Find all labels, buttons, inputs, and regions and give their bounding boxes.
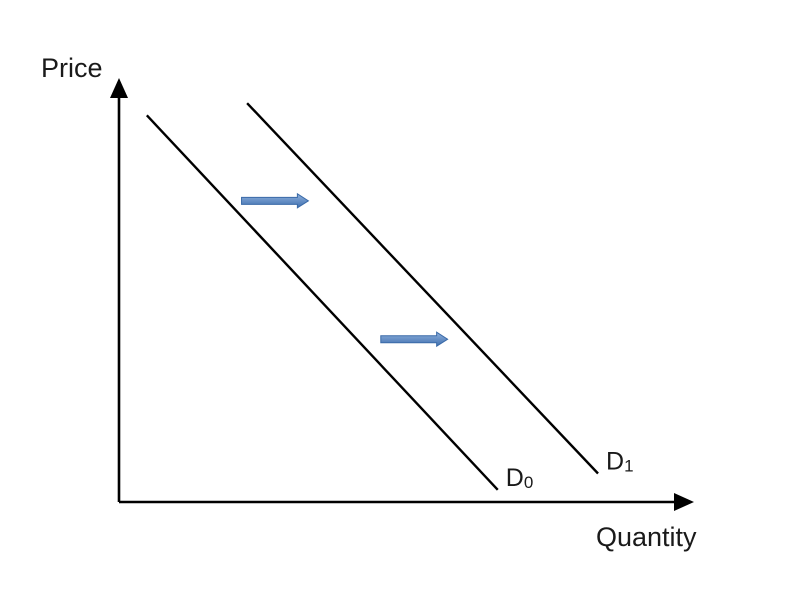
curve-label-main: D	[506, 464, 524, 492]
x-axis-label: Quantity	[596, 522, 697, 552]
curve-label-d1: D1	[606, 448, 634, 476]
curve-label-subscript: 1	[624, 457, 633, 476]
demand-curve-d0	[145, 114, 499, 491]
curve-label-main: D	[606, 448, 624, 476]
shift-arrows	[241, 192, 449, 348]
demand-curve-d1	[246, 102, 599, 475]
y-axis-arrowhead	[110, 78, 128, 98]
y-axis-label: Price	[41, 53, 103, 83]
x-axis-arrowhead	[674, 493, 694, 511]
curve-label-subscript: 0	[524, 473, 533, 492]
shift-right-arrow-icon	[380, 331, 449, 348]
curve-label-d0: D0	[506, 464, 534, 492]
axes	[110, 78, 694, 511]
shift-right-arrow-icon	[241, 192, 310, 209]
